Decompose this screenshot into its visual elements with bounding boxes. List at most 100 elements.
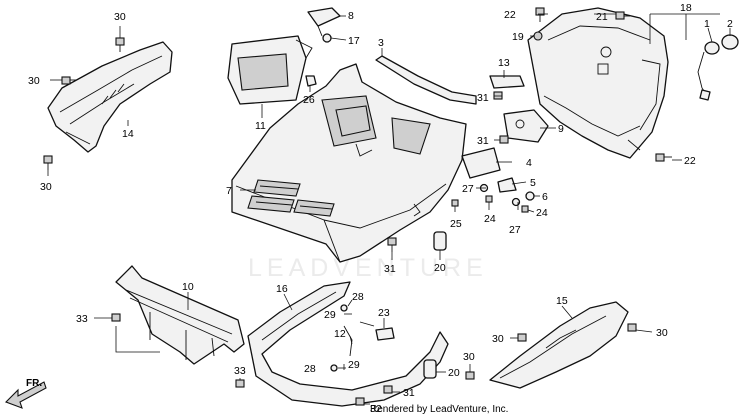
callout-24: 24	[484, 213, 496, 225]
callout-2: 2	[727, 18, 733, 30]
callout-28: 28	[304, 363, 316, 375]
callout-24: 24	[536, 207, 548, 219]
bolt-30-top[interactable]	[115, 37, 125, 52]
clip-28-b[interactable]	[330, 364, 338, 372]
screw-32[interactable]	[355, 397, 365, 406]
part-1-knob-cable[interactable]	[697, 34, 739, 101]
callout-9: 9	[558, 123, 564, 135]
callout-labels: 30 30 30 14 7 8 17 11 26 3 13 31 9 31 4 …	[28, 2, 733, 415]
leader-lines	[47, 13, 731, 405]
bolt-30-right-lower-b[interactable]	[627, 323, 637, 332]
callout-21: 21	[596, 11, 608, 23]
callout-4: 4	[526, 157, 532, 169]
washer-27-b[interactable]	[511, 197, 521, 207]
bolt-30-left[interactable]	[61, 76, 76, 85]
callout-3: 3	[378, 37, 384, 49]
callout-1: 1	[704, 18, 710, 30]
callout-32: 32	[370, 403, 382, 415]
callout-13: 13	[498, 57, 510, 69]
part-14-left-side-cover[interactable]	[47, 41, 173, 153]
part-26-grommet[interactable]	[305, 75, 317, 87]
callout-30: 30	[28, 75, 40, 87]
nut-19[interactable]	[533, 31, 543, 41]
callout-29: 29	[348, 359, 360, 371]
credit-text: Rendered by LeadVenture, Inc.	[370, 404, 508, 415]
bolt-31-upper[interactable]	[493, 91, 503, 100]
callout-31: 31	[477, 135, 489, 147]
callout-33: 33	[76, 313, 88, 325]
part-20-grommet-upper[interactable]	[433, 231, 447, 251]
callout-14: 14	[122, 128, 134, 140]
part-11-cover-box[interactable]	[227, 35, 313, 105]
part-6-grommet[interactable]	[525, 191, 535, 201]
callout-25: 25	[450, 218, 462, 230]
bolt-22-right[interactable]	[655, 153, 672, 162]
bolt-31-mid[interactable]	[499, 135, 509, 144]
callout-11: 11	[255, 120, 266, 132]
bolt-30-bottom[interactable]	[43, 155, 53, 170]
fasteners	[43, 7, 672, 406]
callout-30: 30	[114, 11, 126, 23]
part-23-clip[interactable]	[375, 327, 395, 341]
part-4-panel[interactable]	[461, 147, 501, 179]
callout-29: 29	[324, 309, 336, 321]
part-13-bracket[interactable]	[489, 75, 525, 89]
callout-6: 6	[542, 191, 548, 203]
screw-25[interactable]	[451, 199, 459, 207]
bolt-33-left[interactable]	[111, 313, 121, 322]
callout-30: 30	[40, 181, 52, 193]
callout-17: 17	[348, 35, 360, 47]
callout-23: 23	[378, 307, 390, 319]
part-16-lower-frame[interactable]	[247, 281, 449, 407]
bolt-31-lower[interactable]	[383, 385, 393, 394]
part-15-right-lower-cover[interactable]	[489, 301, 629, 389]
callout-12: 12	[334, 328, 346, 340]
callout-31: 31	[477, 92, 489, 104]
callout-31: 31	[384, 263, 396, 275]
callout-20: 20	[448, 367, 460, 379]
bolt-30-bottom-right[interactable]	[465, 371, 475, 380]
part-3-edge-strip[interactable]	[375, 55, 477, 105]
callout-7: 7	[226, 185, 232, 197]
bolt-33-bottom[interactable]	[235, 379, 245, 388]
callout-27: 27	[509, 224, 521, 236]
callout-22: 22	[504, 9, 516, 21]
callout-30: 30	[463, 351, 475, 363]
callout-5: 5	[530, 177, 536, 189]
callout-8: 8	[348, 10, 354, 22]
callout-20: 20	[434, 262, 446, 274]
callout-27: 27	[462, 183, 474, 195]
callout-22: 22	[684, 155, 696, 167]
screw-24-a[interactable]	[485, 195, 493, 203]
direction-label: FR.	[26, 378, 42, 389]
bolt-31-center[interactable]	[387, 237, 397, 252]
part-18-right-panel[interactable]	[527, 7, 669, 159]
callout-15: 15	[556, 295, 568, 307]
part-8-knob[interactable]	[307, 7, 341, 37]
callout-10: 10	[182, 281, 194, 293]
callout-18: 18	[680, 2, 692, 14]
part-17-clip[interactable]	[322, 33, 332, 43]
callout-30: 30	[492, 333, 504, 345]
screw-24-b[interactable]	[521, 205, 529, 213]
part-10-frame-bracket[interactable]	[115, 265, 245, 365]
part-20-grommet-lower[interactable]	[423, 359, 437, 379]
part-5-clip[interactable]	[497, 177, 517, 193]
part-9-bracket[interactable]	[503, 109, 549, 143]
callout-19: 19	[512, 31, 524, 43]
bolt-30-right-lower-a[interactable]	[517, 333, 527, 342]
front-direction-arrow: FR.	[5, 378, 47, 409]
part-7-front-body[interactable]	[231, 63, 467, 263]
callout-26: 26	[303, 94, 315, 106]
bolt-21[interactable]	[615, 11, 630, 20]
bolt-22-top[interactable]	[535, 7, 545, 22]
part-12-rod[interactable]	[343, 321, 375, 357]
callout-16: 16	[276, 283, 288, 295]
callout-30: 30	[656, 327, 668, 339]
callout-33: 33	[234, 365, 246, 377]
callout-28: 28	[352, 291, 364, 303]
clip-28-a[interactable]	[340, 304, 348, 312]
callout-31: 31	[403, 387, 415, 399]
